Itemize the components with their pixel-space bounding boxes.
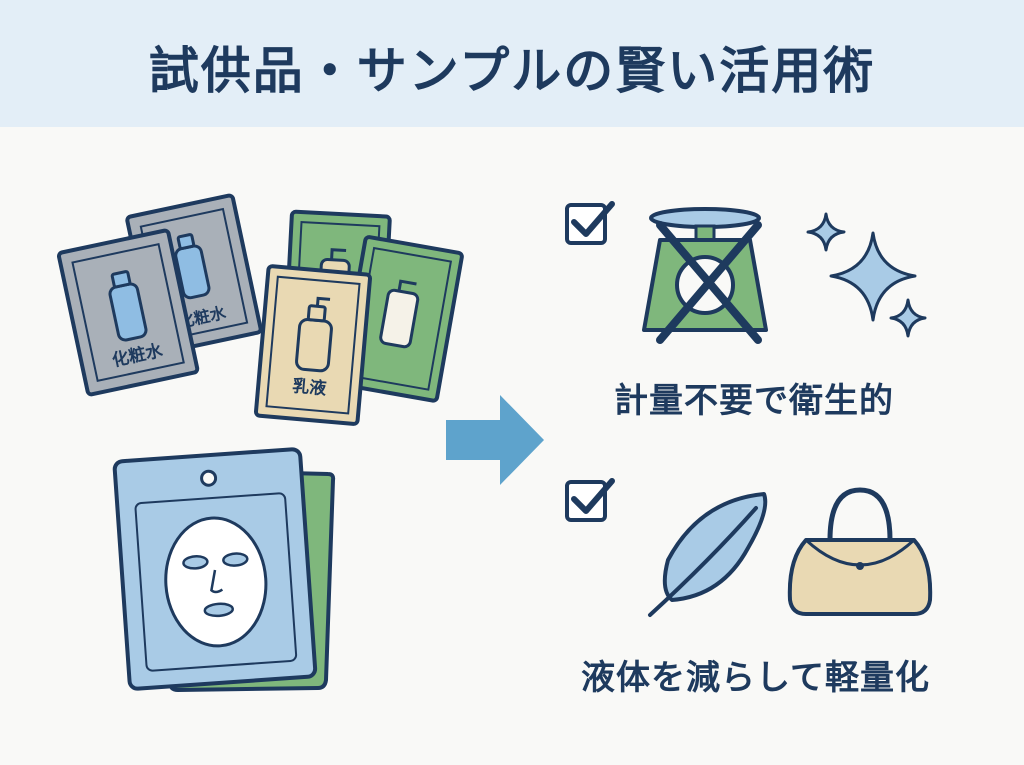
milk-sachet: 乳液 (253, 264, 373, 426)
lotion-sachet-front: 化粧水 (56, 228, 200, 397)
benefit-label-hygienic: 計量不要で衛生的 (614, 381, 894, 421)
face-mask-package (112, 447, 318, 691)
right-arrow-icon (446, 395, 544, 485)
check-icon-1 (565, 201, 615, 245)
benefit-label-lightweight: 液体を減らして軽量化 (581, 658, 930, 698)
milk-label: 乳液 (291, 375, 327, 399)
header-banner: 試供品・サンプルの賢い活用術 (0, 0, 1024, 127)
handbag-icon (787, 487, 933, 616)
check-icon-2 (565, 478, 615, 522)
face-mask-icon (164, 516, 268, 648)
page-title: 試供品・サンプルの賢い活用術 (148, 41, 876, 100)
feather-icon (648, 492, 768, 617)
sparkle-icon (806, 212, 927, 338)
crossed-out-scale-icon (642, 207, 768, 344)
